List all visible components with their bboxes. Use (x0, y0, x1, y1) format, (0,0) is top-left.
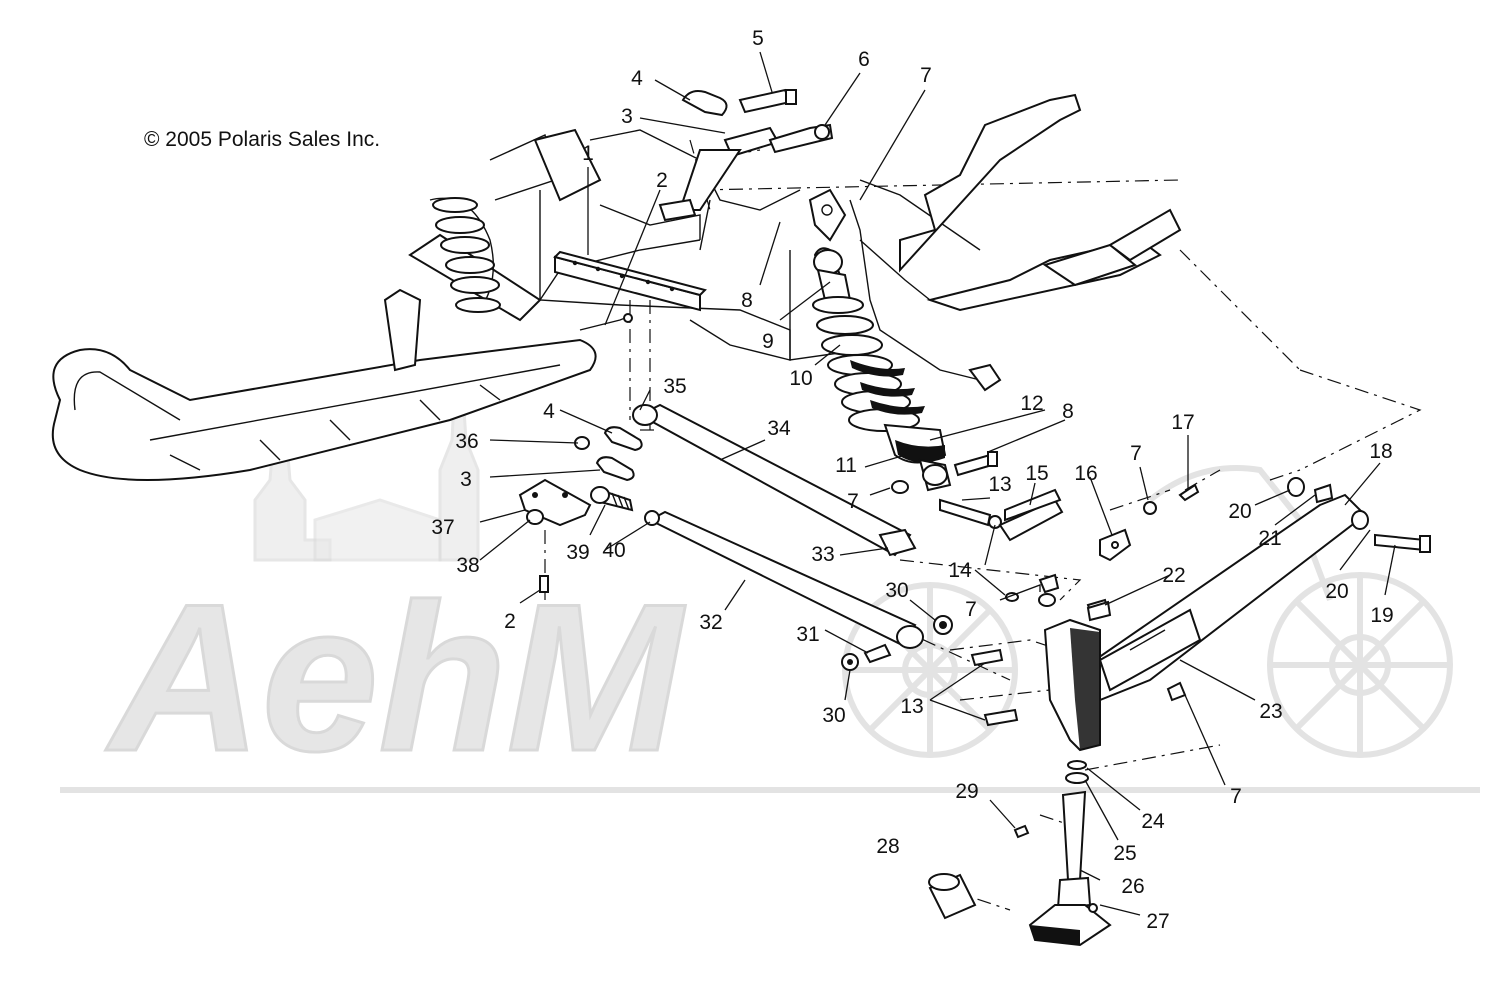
watermark: AehM (60, 378, 1480, 797)
callout-7e: 7 (1230, 785, 1242, 808)
callout-16: 16 (1074, 462, 1097, 485)
callout-19: 19 (1370, 604, 1393, 627)
copyright-notice: © 2005 Polaris Sales Inc. (144, 128, 381, 151)
upper-linkage (658, 88, 834, 222)
callout-8a: 8 (741, 289, 753, 312)
callout-18: 18 (1369, 440, 1392, 463)
callout-1: 1 (582, 142, 594, 165)
callout-14: 14 (948, 559, 972, 582)
callout-7d: 7 (965, 598, 977, 621)
callout-13b: 13 (900, 695, 923, 718)
callout-22: 22 (1162, 564, 1185, 587)
callout-28: 28 (876, 835, 899, 858)
callout-9: 9 (762, 330, 774, 353)
callout-36: 36 (455, 430, 478, 453)
callout-7b: 7 (1130, 442, 1142, 465)
bracket-1 (553, 250, 707, 331)
callout-2: 2 (656, 169, 668, 192)
callout-31: 31 (796, 623, 819, 646)
left-mount-parts (518, 426, 643, 593)
callout-15: 15 (1025, 462, 1048, 485)
callout-21: 21 (1258, 527, 1281, 550)
callout-numbers: 1 2 2 3 3 4 4 5 6 7 7 7 7 7 8 8 9 10 11 … (431, 27, 1393, 933)
callout-25: 25 (1113, 842, 1136, 865)
callout-26: 26 (1121, 875, 1144, 898)
callout-6: 6 (858, 48, 870, 71)
spindle (928, 760, 1112, 947)
callout-7c: 7 (847, 490, 859, 513)
center-shock (812, 247, 952, 492)
callout-37: 37 (431, 516, 454, 539)
callout-2b: 2 (504, 610, 516, 633)
radius-rods (632, 403, 953, 671)
callout-30a: 30 (885, 579, 908, 602)
watermark-text: AehM (105, 560, 686, 795)
callout-30b: 30 (822, 704, 845, 727)
callout-20b: 20 (1325, 580, 1348, 603)
callout-5: 5 (752, 27, 764, 50)
right-a-arm (970, 477, 1431, 752)
callout-35: 35 (663, 375, 686, 398)
callout-40: 40 (602, 539, 625, 562)
left-shock-spring (432, 197, 501, 313)
lower-mounts (891, 451, 1200, 618)
leader-lines (479, 51, 1396, 916)
callout-32: 32 (699, 611, 722, 634)
callout-34: 34 (767, 417, 791, 440)
callout-38: 38 (456, 554, 479, 577)
callout-24: 24 (1141, 810, 1165, 833)
callout-3: 3 (621, 105, 633, 128)
callout-4: 4 (631, 67, 643, 90)
callout-23: 23 (1259, 700, 1282, 723)
chassis-outline (51, 93, 1182, 481)
callout-17: 17 (1171, 411, 1194, 434)
callout-13a: 13 (988, 473, 1011, 496)
callout-10: 10 (789, 367, 812, 390)
callout-3b: 3 (460, 468, 472, 491)
callout-27: 27 (1146, 910, 1169, 933)
callout-29: 29 (955, 780, 978, 803)
callout-11: 11 (835, 454, 857, 477)
callout-12: 12 (1020, 392, 1043, 415)
callout-7a: 7 (920, 64, 932, 87)
callout-8b: 8 (1062, 400, 1074, 423)
callout-39: 39 (566, 541, 589, 564)
callout-4b: 4 (543, 400, 555, 423)
callout-33: 33 (811, 543, 834, 566)
callout-20a: 20 (1228, 500, 1251, 523)
